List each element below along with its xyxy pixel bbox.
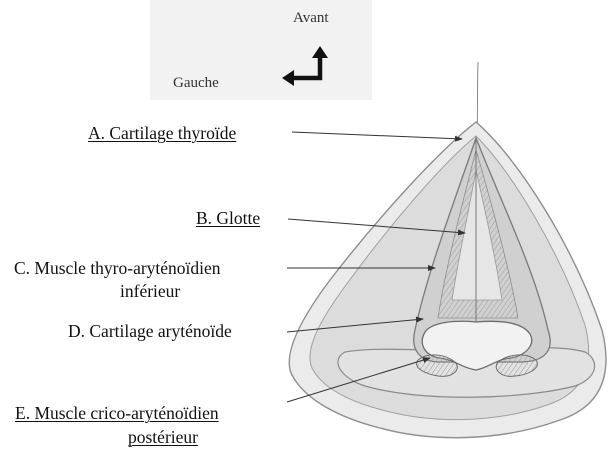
label-arytenoid-cartilage: D. Cartilage aryténoïde <box>68 321 232 342</box>
label-glottis: B. Glotte <box>196 208 260 229</box>
leader-line-a <box>292 132 462 139</box>
label-thyroid-cartilage: A. Cartilage thyroïde <box>88 123 236 144</box>
label-posterior-crico-arytenoid-line1: E. Muscle crico-aryténoïdien <box>15 403 219 424</box>
label-thyroarytenoid-line2: inférieur <box>120 281 180 302</box>
label-posterior-crico-arytenoid-line2: postérieur <box>128 427 198 448</box>
up-left-corner-arrow-icon <box>282 46 328 86</box>
label-thyroarytenoid-line1: C. Muscle thyro-aryténoïdien <box>14 258 221 279</box>
